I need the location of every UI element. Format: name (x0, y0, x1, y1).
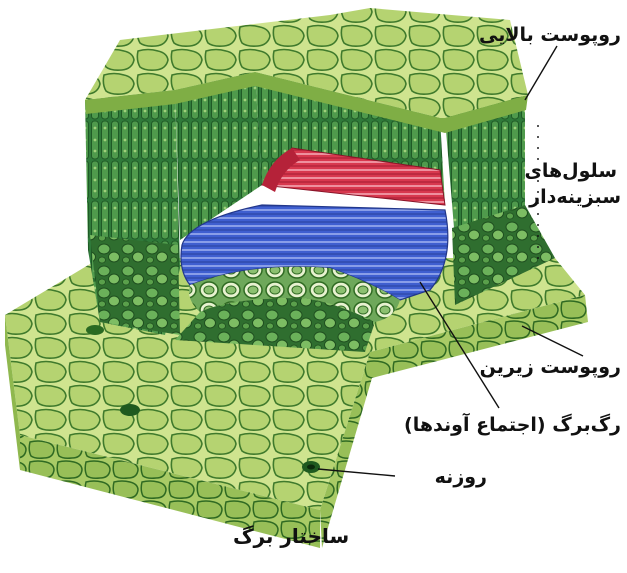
label-lower-epidermis: روپوست زیرین (480, 356, 621, 378)
label-vein: رگ‌برگ (اجتماع آوندها) (404, 414, 621, 436)
figure-caption: ساختار برگ (233, 524, 349, 548)
label-upper-epidermis: روپوست بالایی (479, 24, 621, 46)
label-chlorenchyma-line1: سلول‌های (524, 160, 617, 182)
label-stoma: روزنه (435, 466, 487, 488)
label-chlorenchyma-line2: سبزینه‌دار (529, 186, 621, 208)
leader-upper-epidermis (525, 46, 557, 100)
